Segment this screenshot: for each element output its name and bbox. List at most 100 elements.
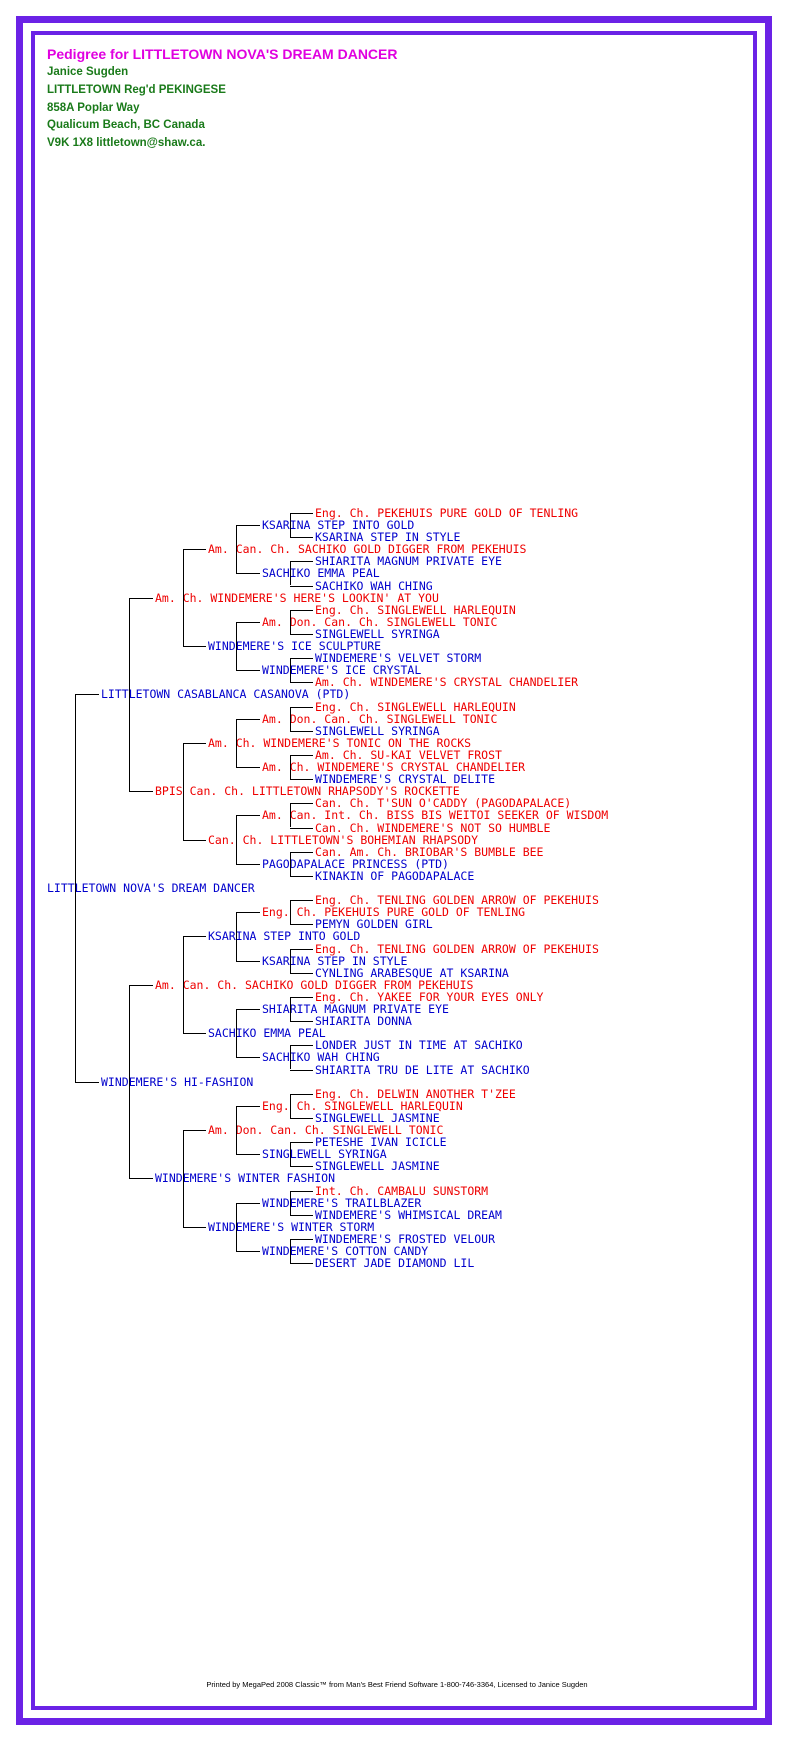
connector-line	[129, 597, 153, 599]
page-title: Pedigree for LITTLETOWN NOVA'S DREAM DAN…	[47, 46, 398, 62]
pedigree-entry-gen5: KINAKIN OF PAGODAPALACE	[315, 868, 475, 883]
connector-line	[290, 512, 313, 514]
connector-line	[236, 1009, 260, 1010]
pedigree-entry-gen5: Can. Ch. T'SUN O'CADDY (PAGODAPALACE)	[315, 796, 572, 811]
pedigree-entry-gen4: SACHIKO WAH CHING	[262, 1050, 380, 1065]
pedigree-entry-gen3: WINDEMERE'S ICE SCULPTURE	[208, 639, 382, 653]
connector-line	[290, 1093, 313, 1095]
connector-line	[290, 803, 313, 805]
pedigree-entry-gen4: Am. Can. Int. Ch. BISS BIS WEITOI SEEKER…	[262, 808, 609, 823]
connector-line	[183, 1226, 206, 1228]
footer-credit: Printed by MegaPed 2008 Classic™ from Ma…	[206, 1680, 588, 1689]
pedigree-entry-gen4: KSARINA STEP INTO GOLD	[262, 518, 415, 532]
pedigree-entry-gen4: WINDEMERE'S COTTON CANDY	[262, 1244, 429, 1258]
pedigree-entry-gen5: SINGLEWELL SYRINGA	[315, 723, 440, 738]
connector-line	[290, 609, 313, 611]
pedigree-entry-gen3: Can. Ch. LITTLETOWN'S BOHEMIAN RHAPSODY	[208, 832, 479, 847]
pedigree-entry-gen3: WINDEMERE'S WINTER STORM	[208, 1219, 375, 1234]
connector-line	[183, 936, 184, 1034]
connector-line	[290, 537, 313, 539]
pedigree-entry-gen5: Eng. Ch. PEKEHUIS PURE GOLD OF TENLING	[315, 505, 579, 520]
connector-line	[290, 924, 313, 926]
connector-line	[290, 1021, 313, 1023]
connector-line	[290, 1045, 291, 1070]
pedigree-entry-gen4: Am. Ch. WINDEMERE'S CRYSTAL CHANDELIER	[262, 760, 526, 774]
pedigree-entry-gen5: Int. Ch. CAMBALU SUNSTORM	[315, 1183, 489, 1198]
pedigree-entry-gen4: Am. Don. Can. Ch. SINGLEWELL TONIC	[262, 711, 498, 726]
connector-line	[290, 730, 313, 732]
connector-line	[236, 1202, 260, 1204]
pedigree-entry-gen3: Am. Ch. WINDEMERE'S TONIC ON THE ROCKS	[208, 735, 472, 750]
pedigree-entry-gen5: Can. Am. Ch. BRIOBAR'S BUMBLE BEE	[315, 844, 544, 859]
connector-line	[236, 1105, 260, 1107]
connector-line	[236, 718, 260, 720]
pedigree-entry-gen4: KSARINA STEP IN STYLE	[262, 953, 408, 968]
connector-line	[236, 912, 260, 914]
connector-line	[290, 1142, 313, 1144]
connector-line	[129, 597, 130, 792]
connector-line	[236, 815, 260, 817]
pedigree-entry-gen4: Eng. Ch. PEKEHUIS PURE GOLD OF TENLING	[262, 905, 526, 920]
pedigree-entry-gen2: BPIS Can. Ch. LITTLETOWN RHAPSODY'S ROCK…	[155, 784, 460, 799]
pedigree-entry-gen5: SINGLEWELL SYRINGA	[315, 626, 440, 641]
connector-line	[290, 827, 313, 829]
connector-line	[236, 621, 237, 671]
connector-line	[236, 815, 237, 864]
connector-line	[290, 996, 313, 998]
connector-line	[129, 1178, 153, 1180]
address-postal-email: V9K 1X8 littletown@shaw.ca.	[47, 137, 206, 149]
connector-line	[236, 718, 237, 767]
connector-line	[290, 875, 313, 877]
connector-line	[290, 754, 313, 756]
pedigree-entry-gen4: SINGLEWELL SYRINGA	[262, 1147, 387, 1162]
pedigree-entry-gen5: LONDER JUST IN TIME AT SACHIKO	[315, 1038, 523, 1053]
connector-line	[290, 900, 291, 925]
connector-line	[183, 1130, 206, 1131]
pedigree-entry-gen4: SHIARITA MAGNUM PRIVATE EYE	[262, 1002, 449, 1016]
connector-line	[290, 779, 313, 781]
connector-line	[236, 525, 237, 574]
pedigree-entry-gen3: KSARINA STEP INTO GOLD	[208, 929, 361, 944]
connector-line	[290, 1117, 313, 1119]
pedigree-entry-gen4: Am. Don. Can. Ch. SINGLEWELL TONIC	[262, 614, 498, 629]
connector-line	[290, 1214, 313, 1216]
connector-line	[290, 900, 313, 902]
connector-line	[75, 694, 99, 696]
connector-line	[236, 863, 260, 865]
connector-line	[183, 549, 184, 646]
pedigree-entry-gen5: Eng. Ch. DELWIN ANOTHER T'ZEE	[315, 1086, 516, 1101]
pedigree-entry-gen1: LITTLETOWN CASABLANCA CASANOVA (PTD)	[101, 687, 351, 702]
outer-border	[16, 16, 772, 1725]
connector-line	[236, 1105, 237, 1155]
connector-line	[290, 1263, 313, 1265]
pedigree-entry-gen5: CYNLING ARABESQUE AT KSARINA	[315, 965, 509, 980]
connector-line	[290, 633, 313, 635]
pedigree-entry-gen5: WINDEMERE'S FROSTED VELOUR	[315, 1231, 496, 1246]
connector-line	[236, 1154, 260, 1156]
pedigree-entry-gen5: WINDEMERE'S CRYSTAL DELITE	[315, 772, 496, 787]
pedigree-entry-gen5: Can. Ch. WINDEMERE'S NOT SO HUMBLE	[315, 820, 551, 835]
pedigree-entry-gen5: KSARINA STEP IN STYLE	[315, 530, 461, 545]
connector-line	[236, 525, 260, 526]
connector-line	[290, 561, 313, 563]
pedigree-entry-gen5: Eng. Ch. YAKEE FOR YOUR EYES ONLY	[315, 989, 544, 1004]
pedigree-entry-gen5: PEMYN GOLDEN GIRL	[315, 917, 433, 932]
connector-line	[290, 1069, 313, 1071]
connector-line	[129, 984, 153, 986]
connector-line	[75, 1081, 99, 1083]
connector-line	[236, 1202, 237, 1251]
connector-line	[236, 1057, 260, 1059]
connector-line	[290, 706, 291, 731]
connector-line	[129, 791, 153, 793]
pedigree-entry-gen5: WINDEMERE'S VELVET STORM	[315, 651, 482, 666]
pedigree-entry-gen3: Am. Can. Ch. SACHIKO GOLD DIGGER FROM PE…	[208, 542, 527, 557]
connector-line	[290, 851, 291, 876]
pedigree-entry-gen4: SACHIKO EMMA PEAL	[262, 566, 380, 581]
pedigree-entry-gen5: Am. Ch. WINDEMERE'S CRYSTAL CHANDELIER	[315, 675, 579, 690]
connector-line	[290, 972, 313, 974]
pedigree-entry-gen5: SINGLEWELL JASMINE	[315, 1159, 440, 1174]
connector-line	[290, 1093, 291, 1118]
connector-line	[129, 984, 130, 1179]
pedigree-entry-gen5: Eng. Ch. SINGLEWELL HARLEQUIN	[315, 699, 516, 714]
